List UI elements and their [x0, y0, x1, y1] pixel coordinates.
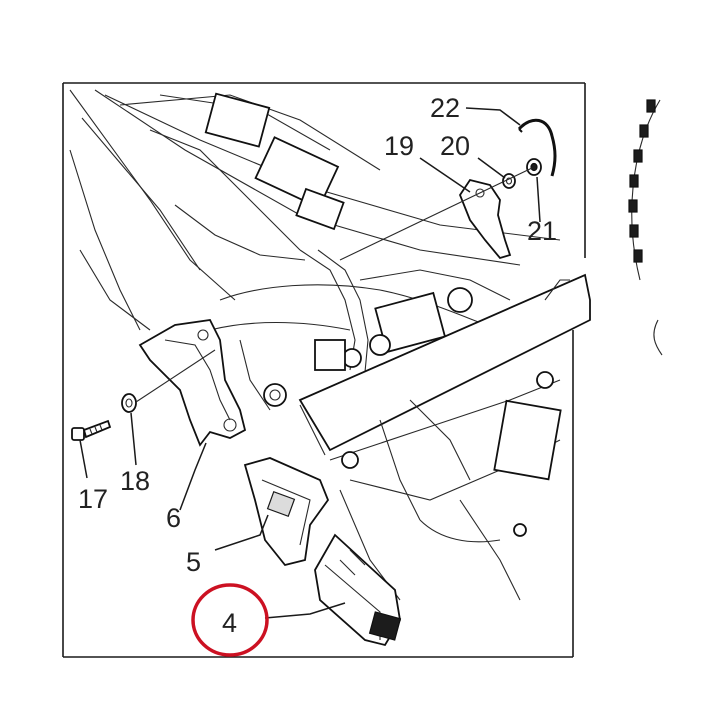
diagram-frame [62, 82, 586, 658]
callout-21: 21 [527, 216, 557, 246]
leader-lines [79, 107, 541, 619]
callout-19: 19 [384, 131, 414, 161]
callout-5: 5 [186, 547, 201, 577]
chassis-illustration [69, 89, 591, 601]
part-22-clip [517, 118, 557, 177]
highlight-circle [191, 583, 269, 657]
part-18-washer [121, 393, 137, 413]
part-21-nut [526, 158, 542, 176]
part-6-bracket [138, 319, 247, 447]
callout-18: 18 [120, 466, 150, 496]
part-19-bracket [458, 178, 512, 260]
callout-20: 20 [440, 131, 470, 161]
callout-22: 22 [430, 93, 460, 123]
tyre-illustration [628, 99, 663, 356]
assembly-line-19 [339, 167, 533, 261]
callout-6: 6 [166, 503, 181, 533]
callout-4: 4 [222, 608, 237, 638]
part-17-bolt [71, 419, 112, 441]
assembly-line-6 [135, 349, 216, 403]
callout-17: 17 [78, 484, 108, 514]
part-4-control-unit [314, 533, 402, 647]
part-5-holder [243, 457, 330, 567]
